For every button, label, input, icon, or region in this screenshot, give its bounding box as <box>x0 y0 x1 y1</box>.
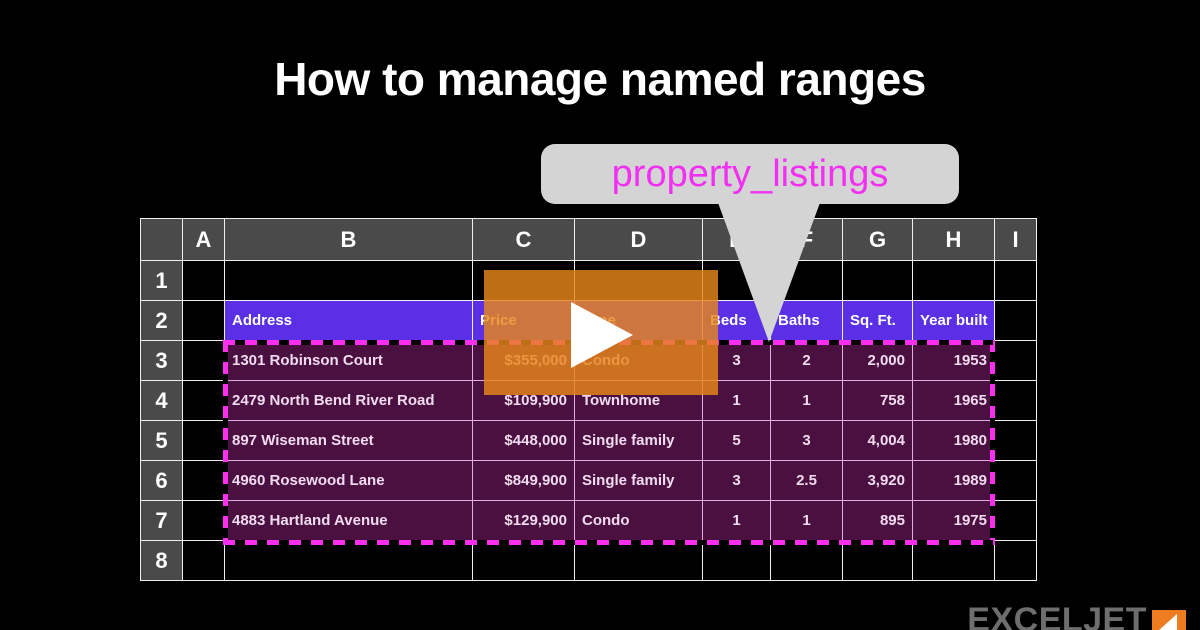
column-header-row: A B C D E F G H I <box>140 218 1037 261</box>
cell-h7-year[interactable]: 1975 <box>912 500 995 541</box>
cell-c7-price[interactable]: $129,900 <box>472 500 575 541</box>
row-header-1[interactable]: 1 <box>140 260 183 301</box>
cell-d6-type[interactable]: Single family <box>574 460 703 501</box>
cell-i6[interactable] <box>994 460 1037 501</box>
cell-b7-address[interactable]: 4883 Hartland Avenue <box>224 500 473 541</box>
cell-b3-address[interactable]: 1301 Robinson Court <box>224 340 473 381</box>
cell-i8[interactable] <box>994 540 1037 581</box>
cell-f3-baths[interactable]: 2 <box>770 340 843 381</box>
exceljet-arrow-mark-icon <box>1152 610 1186 630</box>
cell-d8[interactable] <box>574 540 703 581</box>
column-header-h[interactable]: H <box>912 218 995 261</box>
callout-pointer-icon <box>717 200 821 342</box>
cell-b4-address[interactable]: 2479 North Bend River Road <box>224 380 473 421</box>
column-header-c[interactable]: C <box>472 218 575 261</box>
cell-b8[interactable] <box>224 540 473 581</box>
cell-g4-sqft[interactable]: 758 <box>842 380 913 421</box>
cell-a5[interactable] <box>182 420 225 461</box>
cell-i7[interactable] <box>994 500 1037 541</box>
cell-h5-year[interactable]: 1980 <box>912 420 995 461</box>
cell-a3[interactable] <box>182 340 225 381</box>
cell-e7-beds[interactable]: 1 <box>702 500 771 541</box>
cell-b5-address[interactable]: 897 Wiseman Street <box>224 420 473 461</box>
cell-a7[interactable] <box>182 500 225 541</box>
named-range-label: property_listings <box>611 153 889 195</box>
cell-b1[interactable] <box>224 260 473 301</box>
cell-a2[interactable] <box>182 300 225 341</box>
cell-i3[interactable] <box>994 340 1037 381</box>
cell-e8[interactable] <box>702 540 771 581</box>
cell-c8[interactable] <box>472 540 575 581</box>
cell-i5[interactable] <box>994 420 1037 461</box>
cell-a4[interactable] <box>182 380 225 421</box>
table-row: 5 897 Wiseman Street $448,000 Single fam… <box>140 420 1037 461</box>
play-triangle-icon[interactable] <box>571 302 633 368</box>
row-header-5[interactable]: 5 <box>140 420 183 461</box>
row-header-3[interactable]: 3 <box>140 340 183 381</box>
column-header-g[interactable]: G <box>842 218 913 261</box>
cell-h3-year[interactable]: 1953 <box>912 340 995 381</box>
row-header-6[interactable]: 6 <box>140 460 183 501</box>
cell-d5-type[interactable]: Single family <box>574 420 703 461</box>
cell-a8[interactable] <box>182 540 225 581</box>
cell-c5-price[interactable]: $448,000 <box>472 420 575 461</box>
logo-wordmark: EXCELJET <box>967 600 1147 630</box>
page-title: How to manage named ranges <box>274 53 926 105</box>
cell-i4[interactable] <box>994 380 1037 421</box>
cell-a6[interactable] <box>182 460 225 501</box>
row-header-7[interactable]: 7 <box>140 500 183 541</box>
row-header-4[interactable]: 4 <box>140 380 183 421</box>
cell-e5-beds[interactable]: 5 <box>702 420 771 461</box>
select-all-corner[interactable] <box>140 218 183 261</box>
cell-c6-price[interactable]: $849,900 <box>472 460 575 501</box>
column-header-d[interactable]: D <box>574 218 703 261</box>
column-header-a[interactable]: A <box>182 218 225 261</box>
row-header-2[interactable]: 2 <box>140 300 183 341</box>
cell-g6-sqft[interactable]: 3,920 <box>842 460 913 501</box>
cell-b2-address-header[interactable]: Address <box>224 300 473 341</box>
cell-d7-type[interactable]: Condo <box>574 500 703 541</box>
cell-f6-baths[interactable]: 2.5 <box>770 460 843 501</box>
cell-g7-sqft[interactable]: 895 <box>842 500 913 541</box>
row-header-8[interactable]: 8 <box>140 540 183 581</box>
cell-h4-year[interactable]: 1965 <box>912 380 995 421</box>
cell-f5-baths[interactable]: 3 <box>770 420 843 461</box>
cell-f4-baths[interactable]: 1 <box>770 380 843 421</box>
named-range-callout: property_listings <box>541 144 959 204</box>
cell-h1[interactable] <box>912 260 995 301</box>
cell-g1[interactable] <box>842 260 913 301</box>
table-row: 6 4960 Rosewood Lane $849,900 Single fam… <box>140 460 1037 501</box>
column-header-b[interactable]: B <box>224 218 473 261</box>
cell-h8[interactable] <box>912 540 995 581</box>
cell-g2-sqft-header[interactable]: Sq. Ft. <box>842 300 913 341</box>
table-row: 8 <box>140 540 1037 581</box>
cell-i1[interactable] <box>994 260 1037 301</box>
cell-g8[interactable] <box>842 540 913 581</box>
exceljet-logo: EXCELJET <box>967 600 1186 630</box>
cell-i2[interactable] <box>994 300 1037 341</box>
cell-f8[interactable] <box>770 540 843 581</box>
cell-g5-sqft[interactable]: 4,004 <box>842 420 913 461</box>
cell-h6-year[interactable]: 1989 <box>912 460 995 501</box>
cell-a1[interactable] <box>182 260 225 301</box>
table-row: 7 4883 Hartland Avenue $129,900 Condo 1 … <box>140 500 1037 541</box>
cell-f7-baths[interactable]: 1 <box>770 500 843 541</box>
cell-g3-sqft[interactable]: 2,000 <box>842 340 913 381</box>
column-header-i[interactable]: I <box>994 218 1037 261</box>
cell-b6-address[interactable]: 4960 Rosewood Lane <box>224 460 473 501</box>
cell-h2-year-header[interactable]: Year built <box>912 300 995 341</box>
cell-e6-beds[interactable]: 3 <box>702 460 771 501</box>
